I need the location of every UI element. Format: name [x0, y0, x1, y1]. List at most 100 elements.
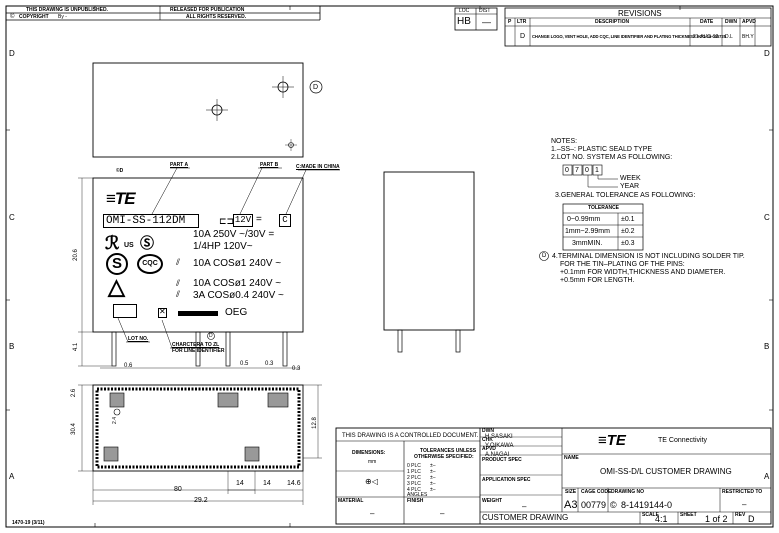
dist-value: — — [482, 17, 491, 27]
lot-number-box — [113, 304, 137, 318]
dim-2-6: 2.6 — [71, 388, 78, 398]
finish-value: – — [440, 509, 445, 518]
projection-symbol-icon: ⊕◁ — [365, 477, 378, 486]
week-label: WEEK — [620, 175, 641, 182]
ul-us-label: US — [124, 242, 134, 249]
note-2: 2.LOT NO. SYSTEM AS FOLLOWING: — [551, 154, 673, 161]
cage-label: CAGE CODE — [581, 489, 612, 495]
sheet-label: SHEET — [680, 512, 697, 518]
coil-suffix: = — [256, 214, 262, 225]
grid-row-b-left: B — [9, 342, 15, 351]
plc-1: 1 PLC — [407, 469, 421, 475]
te-company-logo: ≡TE — [598, 433, 626, 448]
angles-label: ANGLES — [407, 492, 428, 498]
dim-12-8: 12.8 — [311, 417, 318, 429]
copyright-label: COPYRIGHT — [19, 14, 49, 20]
lot-digit-4: 1 — [595, 167, 599, 174]
grid-row-d-right: D — [764, 49, 770, 58]
cqc-logo: CQC — [137, 254, 163, 274]
tol-value-3: ±0.3 — [621, 240, 635, 247]
note-4-mark: D — [542, 253, 547, 259]
rating-line-1: 10A 250V ~/30V = — [193, 229, 275, 240]
oeg-bar — [178, 311, 218, 316]
loc-value: HB — [457, 16, 471, 27]
plc-2: 2 PLC — [407, 475, 421, 481]
tolerances-label: TOLERANCES UNLESS — [420, 448, 477, 454]
dim-20-6: 20.6 — [72, 249, 79, 261]
revisions-title: REVISIONS — [618, 9, 662, 18]
rev-label: REV — [735, 512, 746, 518]
tol-range-2: 1mm~2.99mm — [565, 228, 610, 235]
unpublished-notice: THIS DRAWING IS UNPUBLISHED. — [26, 7, 108, 13]
character-label: CHARCTERA TO ZL — [172, 342, 220, 348]
apvd-value: A.NAGAI — [485, 452, 510, 458]
te-logo-text: TE — [114, 189, 136, 208]
dim-2-4: 2.4 — [111, 417, 118, 424]
dim-30-4: 30.4 — [70, 423, 77, 435]
te-logo-stripes: ≡ — [106, 189, 116, 208]
dim-0-6: 0.6 — [124, 363, 133, 369]
grid-row-a-left: A — [9, 472, 15, 481]
ul-logo-icon: ℛ — [105, 233, 120, 253]
contact-symbol-3-icon: ⫽ — [176, 289, 181, 299]
grid-row-d-left: D — [9, 49, 15, 58]
restricted-value: – — [742, 500, 747, 509]
coil-symbol-icon: ⊏⊐ — [219, 216, 235, 226]
coil-voltage-box: 12V — [233, 214, 253, 227]
weight-label: WEIGHT — [482, 498, 502, 504]
plc-4-value: ±– — [430, 487, 436, 493]
oeg-label: OEG — [225, 307, 248, 318]
rev-row-ltr: D — [520, 33, 526, 40]
plc-0-value: ±– — [430, 463, 436, 469]
dim-14-a: 14 — [236, 480, 244, 487]
form-number: 1470-19 (3/11) — [12, 520, 45, 526]
rating-line-4: 10A COSø1 240V ~ — [193, 278, 282, 289]
line-identifier-label: FOR LINE IDENTIFIER — [172, 348, 225, 354]
note-3: 3.GENERAL TOLERANCE AS FOLLOWING: — [555, 192, 696, 199]
scale-label: SCALE — [642, 512, 659, 518]
rights-label: ALL RIGHTS RESERVED. — [186, 14, 247, 20]
made-in-china-label: C:MADE IN CHINA — [296, 164, 340, 170]
mm-label: mm — [368, 459, 377, 465]
dim-4-1: 4.1 — [73, 342, 80, 352]
rev-col-date: DATE — [700, 19, 714, 25]
rev-d-small-mark: D — [209, 333, 213, 339]
rev-row-date: 21-AUG-12 — [693, 34, 719, 40]
loc-label: LOC — [459, 8, 470, 14]
line-identifier-box — [158, 308, 167, 318]
note-4b: FOR THE TIN–PLATING OF THE PINS: — [560, 261, 685, 268]
cage-value: 00779 — [581, 500, 607, 510]
dim-14-6: 14.6 — [287, 480, 301, 487]
year-label: YEAR — [620, 183, 640, 190]
vde-logo-icon: △ — [108, 274, 125, 299]
plc-4: 4 PLC — [407, 487, 421, 493]
rating-line-3: 10A COSø1 240V ~ — [193, 258, 282, 269]
te-company-stripes: ≡ — [598, 432, 607, 449]
lot-no-label: LOT NO. — [128, 336, 149, 342]
dim-14-b: 14 — [263, 480, 271, 487]
rev-row-apvd: BH.Y — [742, 34, 754, 40]
tol-value-1: ±0.1 — [621, 216, 635, 223]
rev-row-dwn: D.L — [725, 34, 733, 40]
grid-row-b-right: B — [764, 342, 770, 351]
rating-line-5: 3A COSø0.4 240V ~ — [193, 290, 284, 301]
rev-col-description: DESCRIPTION — [595, 19, 630, 25]
rev-row-description: CHANGE LOGO, VENT HOLE, ADD CQC, LINE ID… — [532, 34, 726, 39]
sheet-value: 1 of 2 — [705, 514, 728, 524]
rev-value: D — [748, 514, 755, 524]
dim-29-2: 29.2 — [194, 497, 208, 504]
line-identifier-x-icon: ✕ — [159, 307, 166, 316]
part-a-label: PART A — [170, 162, 189, 168]
lot-digit-2: 7 — [575, 167, 579, 174]
rev-d-callout: D — [313, 84, 319, 91]
size-label: SIZE — [565, 489, 577, 495]
tol-value-2: ±0.2 — [621, 228, 635, 235]
plc-3: 3 PLC — [407, 481, 421, 487]
weight-value: – — [522, 502, 527, 511]
plc-0: 0 PLC — [407, 463, 421, 469]
rev-col-ltr: LTR — [517, 19, 527, 25]
plc-3-value: ±– — [430, 481, 436, 487]
scale-value: 4:1 — [655, 514, 668, 524]
tolerance-title: TOLERANCE — [588, 205, 620, 211]
dwn-value: H.SASAKI — [485, 434, 513, 440]
